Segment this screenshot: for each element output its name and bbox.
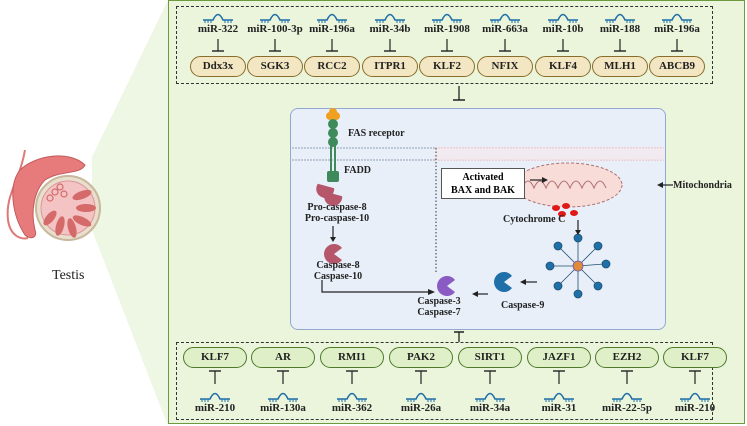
inhibition-icon	[277, 370, 289, 384]
gene-pill: SGK3	[247, 56, 303, 77]
gene-pill: KLF7	[183, 347, 247, 368]
mirna-icon	[202, 10, 234, 28]
apoptosis-diagram	[292, 108, 664, 299]
mirna-icon	[259, 10, 291, 28]
mirna-icon	[199, 389, 231, 407]
mirna-icon	[336, 389, 368, 407]
mirna-icon	[661, 10, 693, 28]
inhibition-icon	[484, 370, 496, 384]
gene-pill: RCC2	[304, 56, 360, 77]
mirna-label: miR-22-5p	[601, 402, 653, 414]
inhibition-icon	[346, 370, 358, 384]
gene-pill: RMI1	[320, 347, 384, 368]
mirna-label: miR-34b	[369, 23, 411, 35]
gene-pill: ABCB9	[649, 56, 705, 77]
fadd-label: FADD	[344, 165, 372, 176]
activated-bax-bak-box: Activated BAX and BAK	[441, 168, 525, 199]
apoptosome-icon	[545, 233, 611, 299]
cytochrome-c-icon	[552, 203, 578, 217]
inhibition-icon	[441, 39, 453, 52]
mitochondria-label: Mitochondria	[673, 180, 732, 191]
mirna-icon	[679, 389, 711, 407]
inhibition-icon	[689, 370, 701, 384]
mirna-label: miR-26a	[400, 402, 442, 414]
inhibition-icon	[614, 39, 626, 52]
mirna-label: miR-362	[331, 402, 373, 414]
mirna-label: miR-1908	[424, 23, 470, 35]
mirna-icon	[604, 10, 636, 28]
mirna-label: miR-188	[599, 23, 641, 35]
gene-pill: EZH2	[595, 347, 659, 368]
mirna-icon	[543, 389, 575, 407]
mirna-label: miR-130a	[260, 402, 306, 414]
gene-pill: KLF7	[663, 347, 727, 368]
gene-pill: JAZF1	[527, 347, 591, 368]
inhibition-icon	[557, 39, 569, 52]
inhibition-icon	[269, 39, 281, 52]
mirna-icon	[405, 389, 437, 407]
inhibition-icon	[415, 370, 427, 384]
mirna-icon	[267, 389, 299, 407]
mirna-label: miR-196a	[654, 23, 700, 35]
mitochondria-icon	[513, 162, 623, 208]
mirna-label: miR-322	[197, 23, 239, 35]
mirna-label: miR-100-3p	[247, 23, 303, 35]
procaspase-label: Pro-caspase-8 Pro-caspase-10	[304, 202, 370, 224]
gene-pill: ITPR1	[362, 56, 418, 77]
mirna-icon	[316, 10, 348, 28]
cytochrome-c-label: Cytochrome C	[503, 214, 566, 225]
inhibition-icon	[553, 370, 565, 384]
inhibition-icon	[384, 39, 396, 52]
fas-receptor-label: FAS receptor	[348, 128, 405, 139]
mirna-icon	[374, 10, 406, 28]
gene-pill: Ddx3x	[190, 56, 246, 77]
fas-receptor-icon	[326, 108, 340, 182]
caspase9-label: Caspase-9	[501, 300, 545, 311]
mirna-label: miR-663a	[482, 23, 528, 35]
inhibition-icon	[326, 39, 338, 52]
gene-pill: MLH1	[592, 56, 648, 77]
mirna-label: miR-10b	[542, 23, 584, 35]
testis-label: Testis	[52, 268, 85, 283]
inhibition-icon	[621, 370, 633, 384]
mirna-label: miR-210	[194, 402, 236, 414]
mirna-label: miR-31	[541, 402, 577, 414]
caspase8-label: Caspase-8 Caspase-10	[313, 260, 363, 282]
inhibition-icon	[212, 39, 224, 52]
caspase3-label: Caspase-3 Caspase-7	[417, 296, 461, 318]
gene-pill: AR	[251, 347, 315, 368]
testis-illustration	[6, 149, 101, 241]
inhibition-arrow-top	[453, 86, 465, 101]
gene-pill: PAK2	[389, 347, 453, 368]
gene-pill: NFIX	[477, 56, 533, 77]
mirna-label: miR-210	[674, 402, 716, 414]
gene-pill: SIRT1	[458, 347, 522, 368]
inhibition-icon	[499, 39, 511, 52]
mirna-label: miR-196a	[309, 23, 355, 35]
mirna-icon	[547, 10, 579, 28]
gene-pill: KLF4	[535, 56, 591, 77]
inhibition-icon	[209, 370, 221, 384]
mirna-icon	[611, 389, 643, 407]
inhibition-icon	[671, 39, 683, 52]
mirna-icon	[431, 10, 463, 28]
mirna-label: miR-34a	[469, 402, 511, 414]
mitochondria-pointer	[657, 182, 673, 188]
gene-pill: KLF2	[419, 56, 475, 77]
mirna-icon	[474, 389, 506, 407]
mirna-icon	[489, 10, 521, 28]
